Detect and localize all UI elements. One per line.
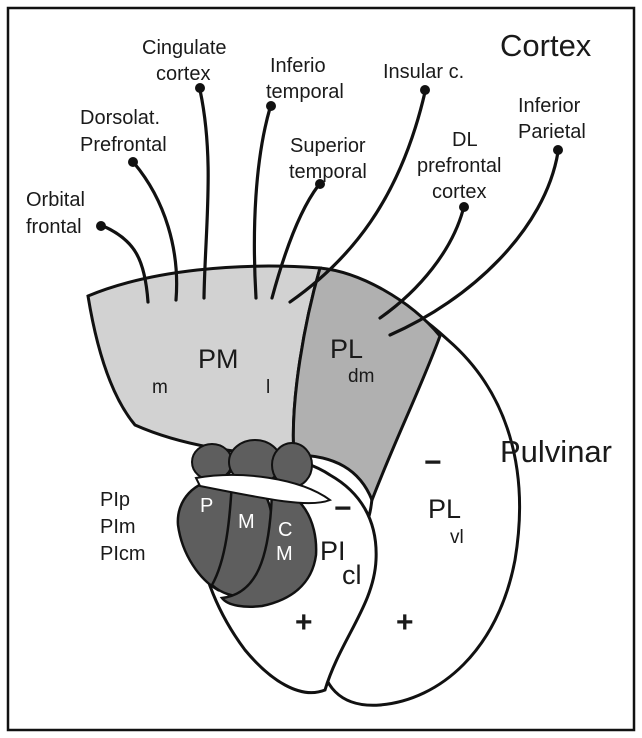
- label-insular: Insular c.: [383, 61, 464, 83]
- dot-inferior-parietal: [553, 145, 563, 155]
- pl-dm-sub: dm: [348, 366, 374, 387]
- label-cingulate-line2: cortex: [156, 63, 210, 85]
- pi-list-1: PIm: [100, 516, 136, 538]
- minus-sign-pl-vl: −: [424, 446, 442, 479]
- dot-orbital-frontal: [96, 221, 106, 231]
- pm-medial-label: m: [152, 377, 168, 398]
- label-superior-temporal-line2: temporal: [289, 161, 367, 183]
- pulvinar-label: Pulvinar: [500, 434, 612, 469]
- pi-list-0: PIp: [100, 489, 130, 511]
- pl-vl-label: PL: [428, 494, 461, 524]
- label-superior-temporal-line1: Superior: [290, 135, 366, 157]
- cortex-label: Cortex: [500, 28, 592, 63]
- label-dl-line3: cortex: [432, 181, 486, 203]
- label-inferio-temporal-line1: Inferio: [270, 55, 326, 77]
- dot-insular: [420, 85, 430, 95]
- minus-sign-pi-cl: −: [334, 492, 352, 525]
- label-dl-line2: prefrontal: [417, 155, 502, 177]
- label-inferior-parietal-line1: Inferior: [518, 95, 581, 117]
- label-dorsolat-line1: Dorsolat.: [80, 107, 160, 129]
- dot-dl-prefrontal: [459, 202, 469, 212]
- plus-sign-pi-cl: +: [295, 606, 313, 639]
- label-orbital-line1: Orbital: [26, 189, 85, 211]
- label-cingulate-line1: Cingulate: [142, 37, 227, 59]
- pi-sub-m: M: [238, 511, 255, 533]
- label-dl-line1: DL: [452, 129, 478, 151]
- plus-sign-pl-vl: +: [396, 606, 414, 639]
- pl-vl-sub: vl: [450, 527, 464, 548]
- pi-sub-p: P: [200, 495, 213, 517]
- label-inferior-parietal-line2: Parietal: [518, 121, 586, 143]
- pm-label: PM: [198, 344, 239, 374]
- pm-lateral-label: l: [266, 377, 270, 398]
- pi-cl-sub: cl: [342, 560, 362, 590]
- pi-list-2: PIcm: [100, 543, 146, 565]
- label-orbital-line2: frontal: [26, 216, 82, 238]
- label-inferio-temporal-line2: temporal: [266, 81, 344, 103]
- dot-dorsolat-prefrontal: [128, 157, 138, 167]
- pl-dm-label: PL: [330, 334, 363, 364]
- pi-sub-m2: M: [276, 543, 293, 565]
- pi-sub-c: C: [278, 519, 292, 541]
- label-dorsolat-line2: Prefrontal: [80, 134, 167, 156]
